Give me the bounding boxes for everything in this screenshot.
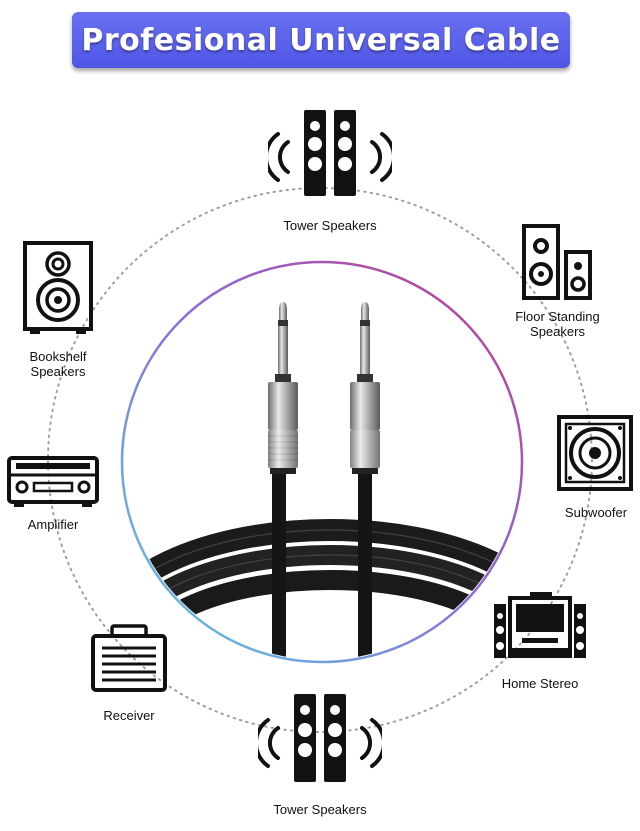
label-tower-speakers-bottom: Tower Speakers bbox=[273, 802, 367, 817]
jack-plug-left bbox=[268, 302, 298, 474]
home-stereo-icon bbox=[494, 592, 586, 658]
label-amplifier: Amplifier bbox=[27, 517, 79, 532]
label-subwoofer: Subwoofer bbox=[564, 505, 628, 520]
label-floor-standing-1: Floor Standing bbox=[515, 309, 600, 324]
subwoofer-icon bbox=[557, 415, 633, 491]
floor-standing-speakers-icon bbox=[522, 224, 592, 300]
gradient-ring bbox=[120, 260, 524, 664]
cable-coil bbox=[124, 470, 520, 660]
tower-speakers-bottom-icon bbox=[258, 694, 382, 782]
jack-plug-right bbox=[350, 302, 380, 474]
label-bookshelf-1: Bookshelf bbox=[29, 349, 87, 364]
receiver-icon bbox=[91, 624, 167, 692]
bookshelf-speakers-icon bbox=[23, 241, 93, 334]
amplifier-icon bbox=[7, 456, 99, 507]
tower-speakers-icon bbox=[268, 110, 392, 196]
title-banner: Profesional Universal Cable bbox=[72, 12, 570, 68]
label-receiver: Receiver bbox=[103, 708, 155, 723]
page-title: Profesional Universal Cable bbox=[81, 22, 561, 58]
label-tower-speakers-top: Tower Speakers bbox=[283, 218, 377, 233]
label-floor-standing-2: Speakers bbox=[530, 324, 585, 339]
label-home-stereo: Home Stereo bbox=[501, 676, 579, 691]
label-bookshelf-2: Speakers bbox=[30, 364, 86, 379]
